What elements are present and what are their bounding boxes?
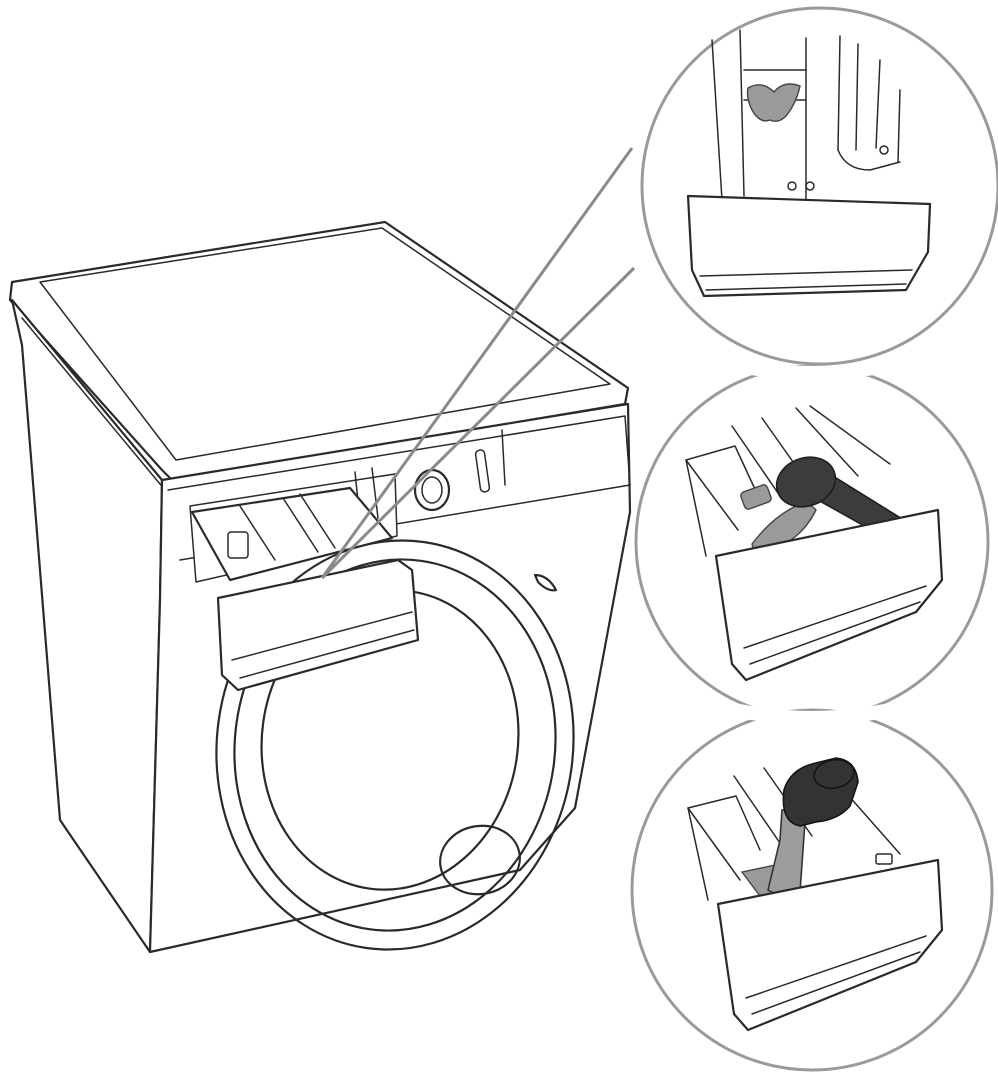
bubble-1-drawer-front	[686, 194, 932, 298]
drawer-compartments	[239, 493, 336, 561]
drawer-cap	[227, 531, 249, 559]
bubble-3-tray	[687, 795, 761, 901]
callout-leader	[320, 147, 636, 580]
bubble-2-tray	[685, 445, 761, 557]
bubble-1-symbol-3	[879, 145, 889, 155]
bubble-joint-2	[730, 704, 894, 725]
bubble-3-drawer-front	[716, 858, 944, 1032]
bubble-1-rails	[711, 29, 901, 201]
machine-door	[215, 539, 575, 951]
bubble-3-drawer-handle	[745, 935, 927, 1015]
door-ring	[233, 558, 557, 932]
machine-side-edge	[21, 317, 166, 491]
hose-nozzle-tip	[813, 758, 855, 790]
bubble-3-compartments	[687, 767, 901, 881]
bubble-1-drawer	[686, 29, 932, 298]
bubble-3-rinsing	[687, 757, 944, 1032]
bubble-1-drawer-handle	[699, 269, 913, 291]
bubble-2-brushing	[685, 405, 944, 682]
bubble-1-symbol-1	[787, 181, 797, 191]
bubble-1-symbol-2	[805, 181, 815, 191]
drawer-front	[216, 558, 420, 692]
detail-bubble-1	[640, 6, 998, 366]
machine-top-inner	[39, 227, 611, 461]
bubble-3-clip	[875, 853, 893, 865]
cleaning-brush-head-icon	[775, 456, 837, 508]
bubble-1-residue	[746, 83, 801, 123]
bubble-2-drawer-handle	[743, 585, 927, 665]
control-panel-divider	[501, 429, 506, 486]
drawer-handle	[231, 611, 415, 679]
bubble-joint-1	[734, 360, 890, 380]
door-handle-icon	[533, 573, 558, 592]
program-dial-inner	[421, 476, 443, 504]
bubble-1-curve	[837, 149, 901, 171]
display-slot-icon	[474, 449, 491, 493]
drawer-tray	[190, 486, 394, 582]
bubble-2-cap-residue	[740, 484, 772, 510]
control-panel-band	[167, 415, 631, 561]
filter-cover	[439, 824, 521, 896]
washing-machine	[8, 220, 632, 954]
bubble-2-compartments	[685, 405, 891, 531]
